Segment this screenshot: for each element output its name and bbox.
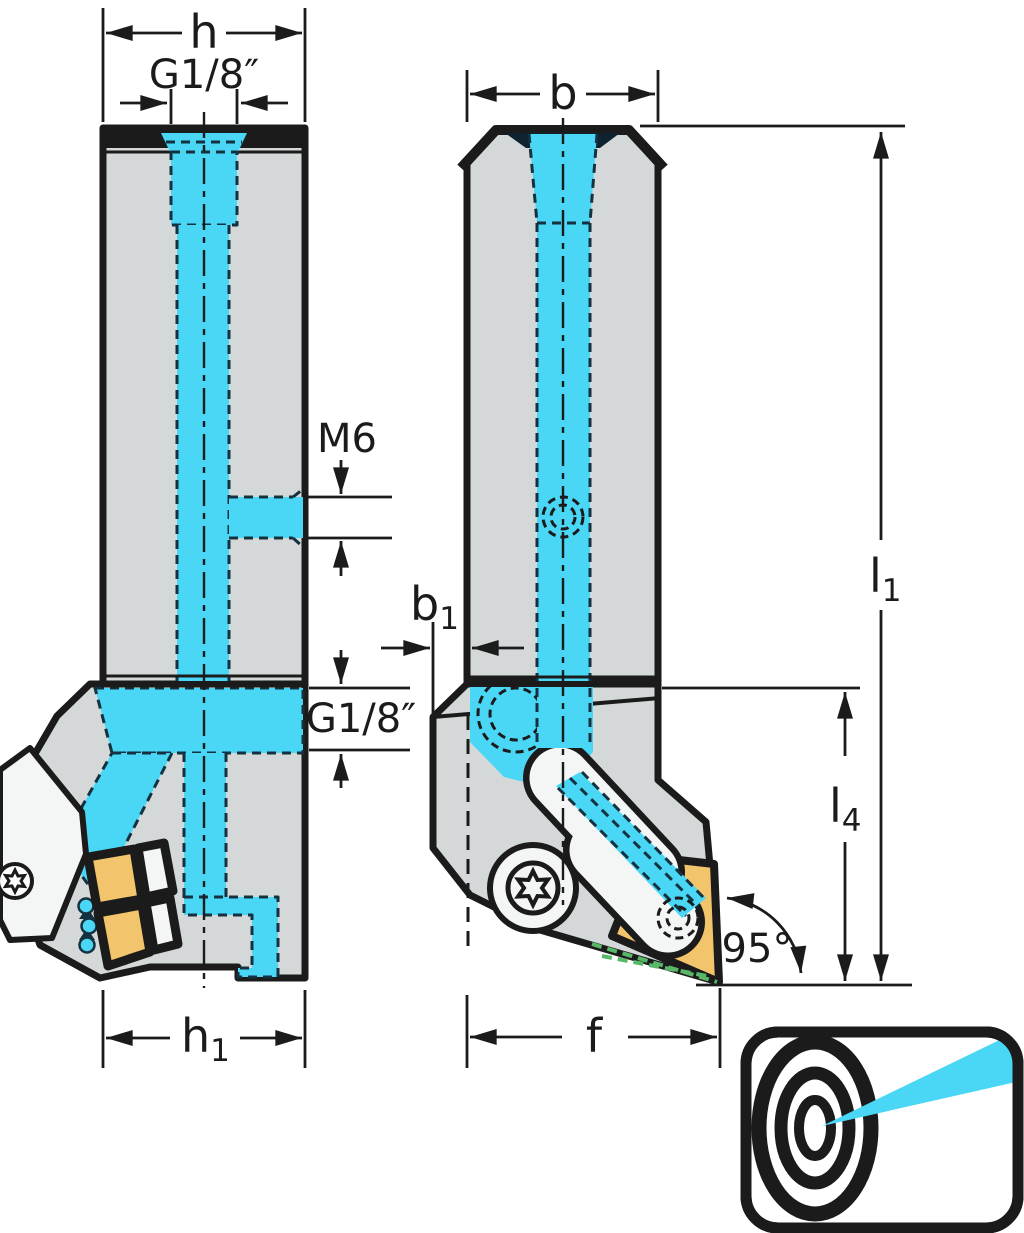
- clamp-body: [569, 819, 699, 953]
- torx-star-icon: [514, 866, 552, 910]
- dim-label-l1: l1: [869, 549, 902, 609]
- coolant-band: [95, 688, 303, 753]
- dim-label-l4: l4: [829, 779, 862, 839]
- target-ring: [774, 1066, 856, 1190]
- side-view: [0, 112, 309, 988]
- m6-port-channel: [229, 497, 303, 538]
- precision-coolant-target-icon: [740, 1026, 1024, 1233]
- coolant-jet: [822, 1032, 1016, 1126]
- icon-frame-border: [740, 1026, 1024, 1233]
- dim-label-b1: b1: [410, 577, 459, 637]
- angle-arc: [726, 893, 807, 974]
- nozzle-bore: [665, 905, 691, 931]
- main-coolant-channel: [537, 223, 590, 748]
- dimensions: h G1/8″ M6 G1/8″ h1 b b1: [101, 5, 912, 1069]
- coolant-band-edge: [93, 686, 305, 755]
- duct-edge: [556, 786, 688, 918]
- nozzle-bore: [656, 896, 700, 940]
- duct-edge: [568, 776, 700, 908]
- nozzle-hole: [77, 897, 95, 915]
- insert-face: [83, 844, 147, 912]
- dim-label-f: f: [586, 1009, 604, 1063]
- torx-screw-icon: [0, 862, 34, 900]
- shim-line: [601, 954, 713, 979]
- nozzle-hole: [78, 936, 96, 954]
- nozzle-hole: [80, 917, 98, 935]
- target-ring: [794, 1095, 836, 1161]
- clamp-coolant-duct: [556, 772, 706, 918]
- insert-face: [133, 838, 178, 902]
- target-ring: [751, 1034, 879, 1222]
- dim-label-g18-side: G1/8″: [306, 696, 416, 742]
- dim-label-angle: 95°: [722, 926, 793, 972]
- torx-screw-icon: [505, 860, 561, 916]
- outlet-channel-edge: [182, 895, 280, 979]
- torx-star-icon: [2, 866, 28, 896]
- front-view: [429, 118, 723, 986]
- m6-port-edge: [292, 536, 303, 548]
- m6-port-edge: [292, 488, 303, 499]
- dim-label-m6: M6: [317, 416, 377, 462]
- coolant-nozzles: [77, 897, 98, 954]
- insert-face: [141, 893, 183, 955]
- insert-block: [83, 838, 183, 971]
- dim-label-h: h: [189, 5, 218, 59]
- dim-label-b: b: [548, 66, 577, 120]
- coolant-outlet-l-channel: [184, 897, 278, 977]
- dim-label-g18-top: G1/8″: [149, 52, 259, 98]
- insert-face: [93, 900, 155, 971]
- shim-line: [591, 942, 718, 984]
- dim-label-h1: h1: [181, 1009, 230, 1069]
